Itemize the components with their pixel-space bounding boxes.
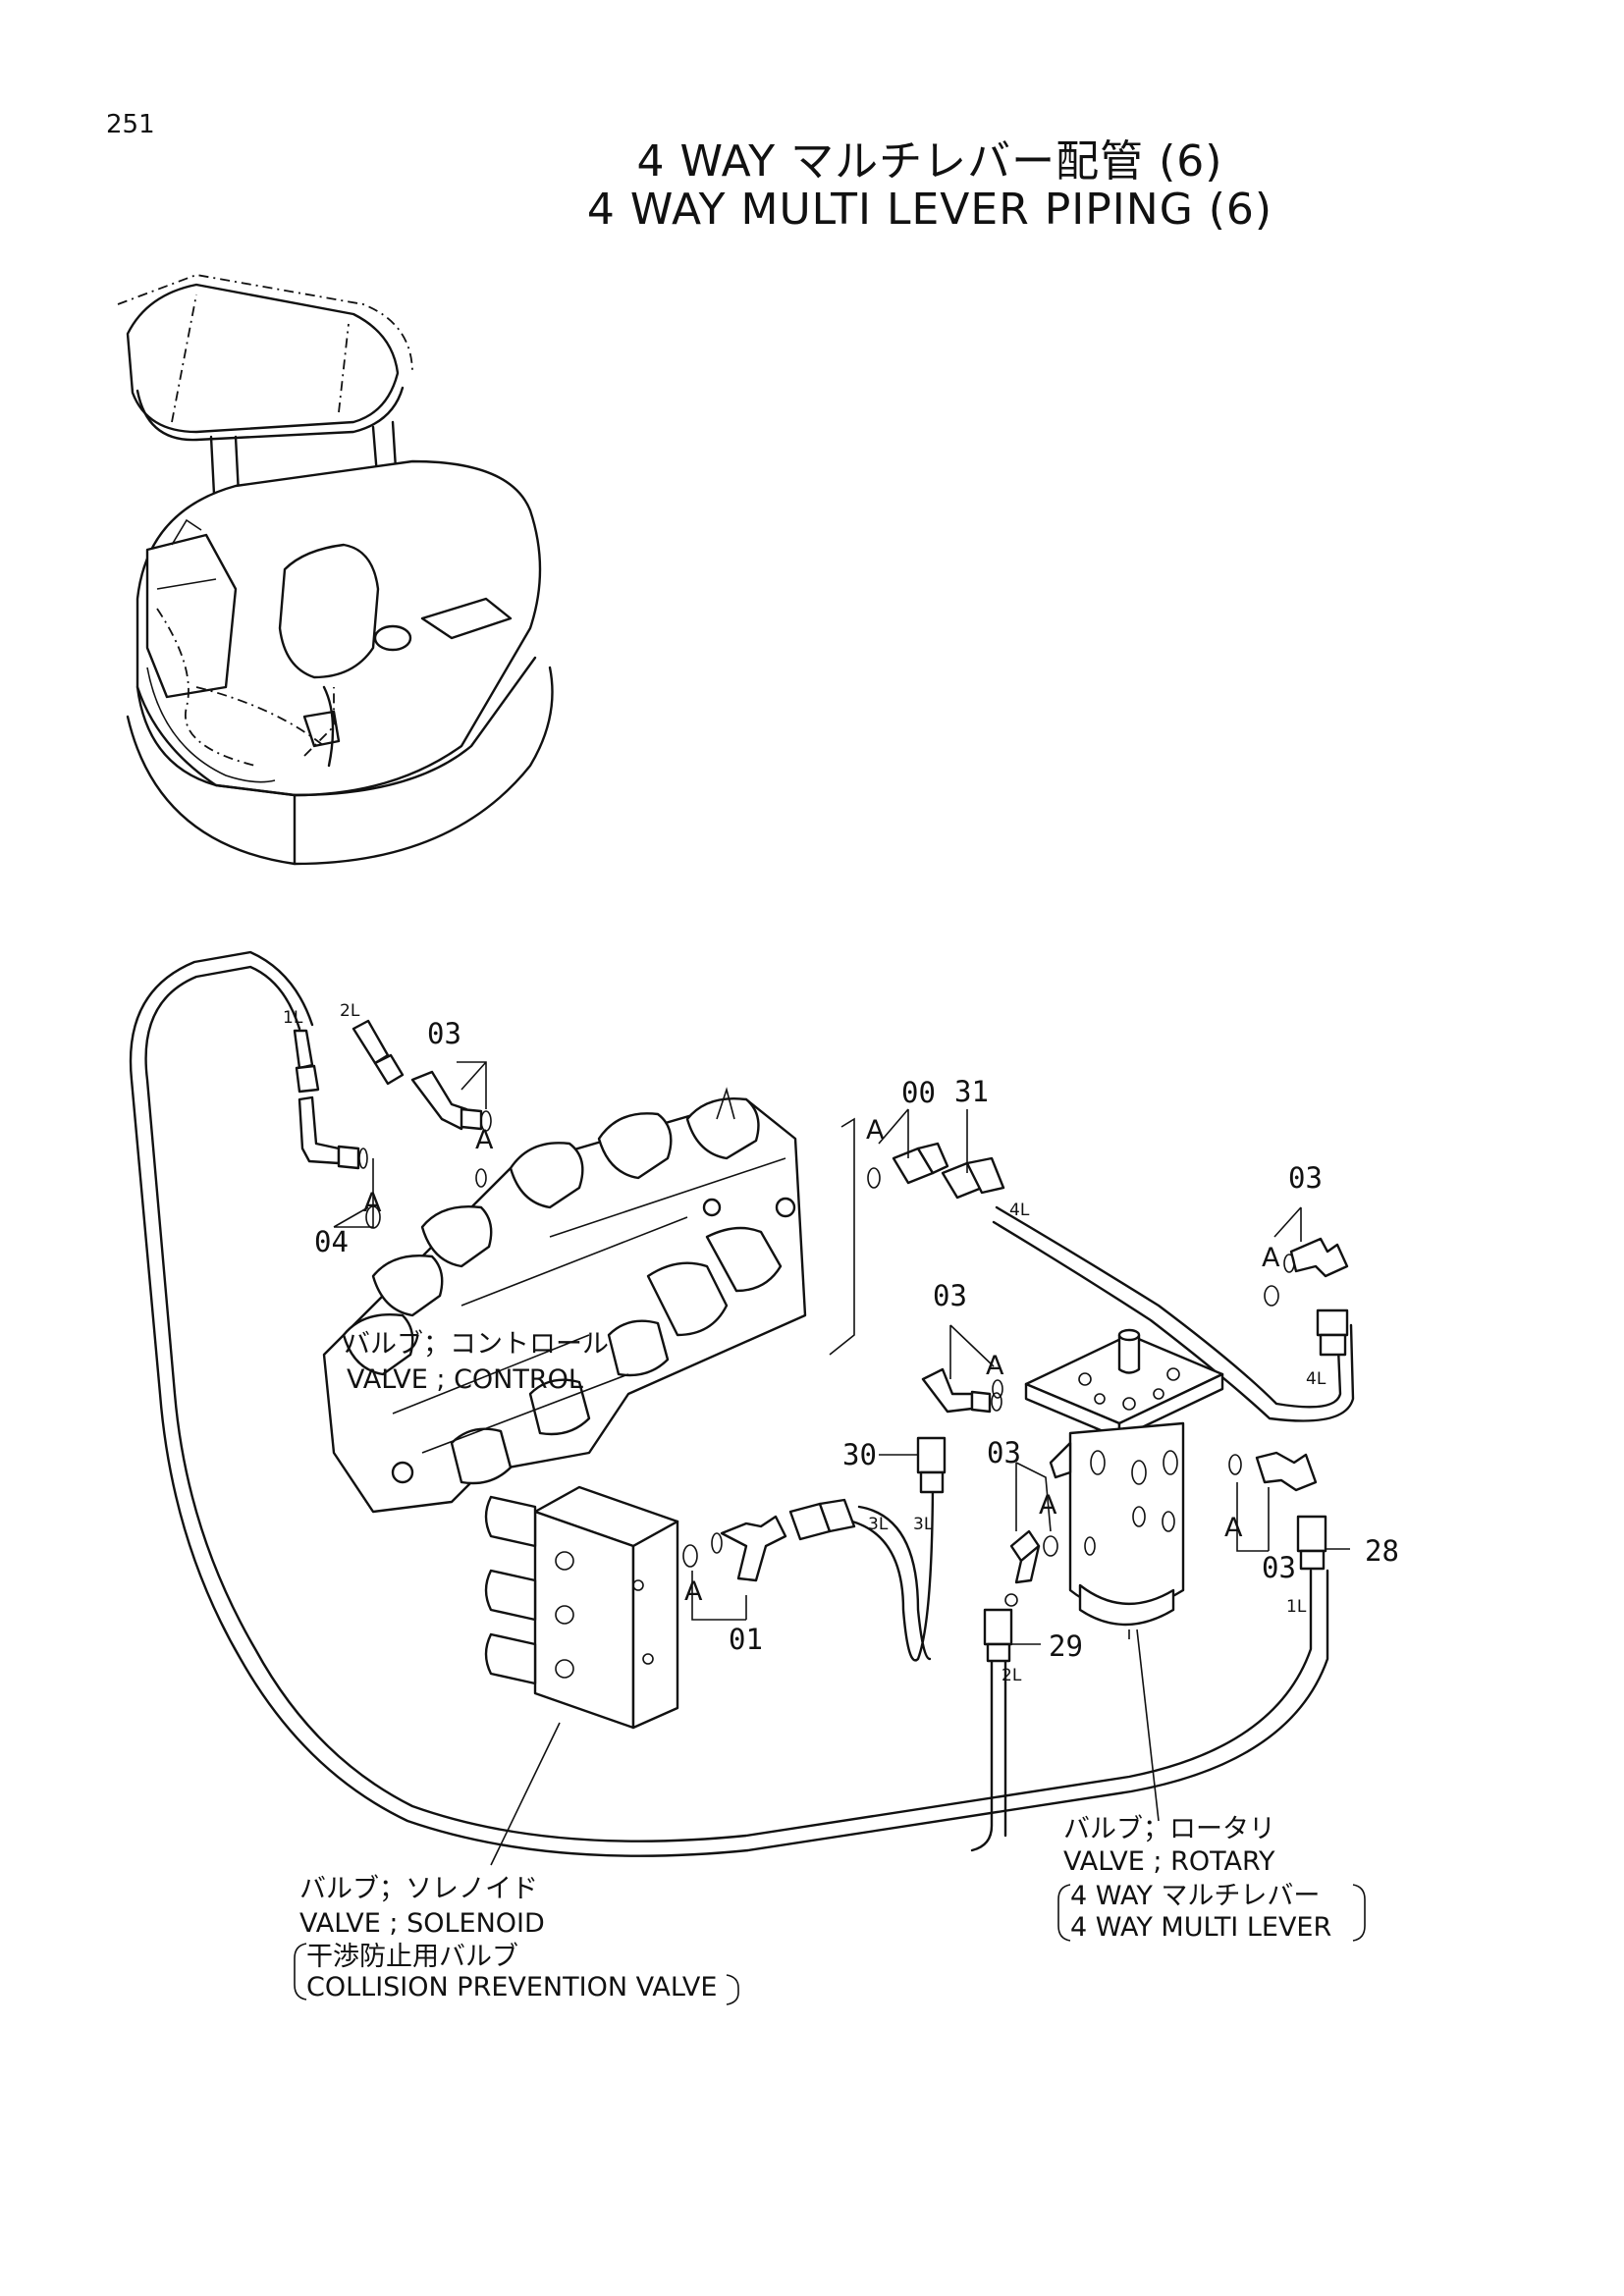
rotary-valve-label-jp: バルブ；ロータリ bbox=[1063, 1814, 1275, 1844]
callout-03-top: 03 bbox=[427, 1017, 461, 1050]
leader-lines bbox=[333, 1061, 1350, 1645]
callout-01: 01 bbox=[729, 1623, 763, 1656]
callout-04: 04 bbox=[314, 1225, 349, 1258]
mark-a: A bbox=[475, 1125, 494, 1155]
solenoid-valve-sub-jp: 干渉防止用バルブ bbox=[306, 1942, 518, 1972]
callout-28: 28 bbox=[1365, 1534, 1399, 1568]
callout-03-lower: 03 bbox=[987, 1436, 1021, 1469]
rotary-valve bbox=[1024, 1328, 1224, 1822]
section-marks: A A A A A A A A bbox=[363, 1115, 1280, 1607]
mark-a: A bbox=[866, 1115, 885, 1146]
solenoid-valve-sub-en: COLLISION PREVENTION VALVE bbox=[306, 1972, 717, 2002]
mark-a: A bbox=[1262, 1243, 1280, 1273]
hose-tag-2l: 2L bbox=[340, 1001, 360, 1021]
control-valve-label-en: VALVE ; CONTROL bbox=[347, 1364, 583, 1395]
control-valve-label-jp: バルブ；コントロール bbox=[344, 1329, 609, 1360]
fittings bbox=[293, 1019, 1349, 1663]
callout-03-mid: 03 bbox=[933, 1279, 967, 1312]
callout-31: 31 bbox=[954, 1075, 989, 1108]
solenoid-valve-label-en: VALVE ; SOLENOID bbox=[299, 1908, 545, 1939]
callout-30: 30 bbox=[842, 1438, 877, 1471]
mark-a: A bbox=[1224, 1513, 1243, 1543]
control-valve-assembly bbox=[322, 1087, 855, 1514]
hose-tag-2l: 2L bbox=[1001, 1666, 1022, 1685]
bracket-right bbox=[726, 1974, 739, 2005]
hydraulic-hoses bbox=[129, 950, 1355, 1857]
solenoid-valve-label-jp: バルブ；ソレノイド bbox=[299, 1874, 538, 1904]
page-title-english: 4 WAY MULTI LEVER PIPING (6) bbox=[586, 185, 1273, 235]
callout-03-right: 03 bbox=[1288, 1161, 1323, 1195]
mark-a: A bbox=[986, 1351, 1004, 1381]
page-title-japanese: 4 WAY マルチレバー配管 (6) bbox=[636, 136, 1223, 187]
page-number: 251 bbox=[106, 110, 155, 139]
callout-03-lower-right: 03 bbox=[1262, 1551, 1296, 1584]
hose-tag-1l: 1L bbox=[1286, 1597, 1307, 1617]
bracket-left bbox=[1057, 1884, 1071, 1942]
callout-00: 00 bbox=[901, 1076, 936, 1109]
rotary-valve-sub-en: 4 WAY MULTI LEVER bbox=[1070, 1912, 1331, 1943]
hose-tag-3l: 3L bbox=[868, 1515, 889, 1534]
mark-a: A bbox=[1039, 1490, 1057, 1521]
callout-numbers: 03 04 00 31 03 03 30 03 03 28 29 01 bbox=[314, 1017, 1399, 1663]
solenoid-valve bbox=[484, 1485, 679, 1866]
callout-29: 29 bbox=[1049, 1629, 1083, 1663]
mark-a: A bbox=[684, 1576, 703, 1607]
mark-a: A bbox=[363, 1188, 382, 1218]
excavator-overview-illustration bbox=[117, 274, 554, 866]
rotary-valve-sub-jp: 4 WAY マルチレバー bbox=[1070, 1881, 1320, 1911]
component-labels: バルブ；コントロール VALVE ; CONTROL バルブ；ソレノイド VAL… bbox=[294, 1329, 1366, 2005]
hose-tag-4l: 4L bbox=[1009, 1201, 1030, 1220]
rotary-valve-label-en: VALVE ; ROTARY bbox=[1063, 1846, 1275, 1877]
hose-tag-4l: 4L bbox=[1306, 1369, 1326, 1389]
hose-tag-3l: 3L bbox=[913, 1515, 934, 1534]
bracket-right bbox=[1352, 1884, 1366, 1942]
hose-tag-1l: 1L bbox=[283, 1008, 303, 1028]
hose-tags: 1L 2L 4L 4L 3L 3L 2L 1L bbox=[283, 1001, 1326, 1685]
bracket-left bbox=[294, 1943, 307, 2001]
